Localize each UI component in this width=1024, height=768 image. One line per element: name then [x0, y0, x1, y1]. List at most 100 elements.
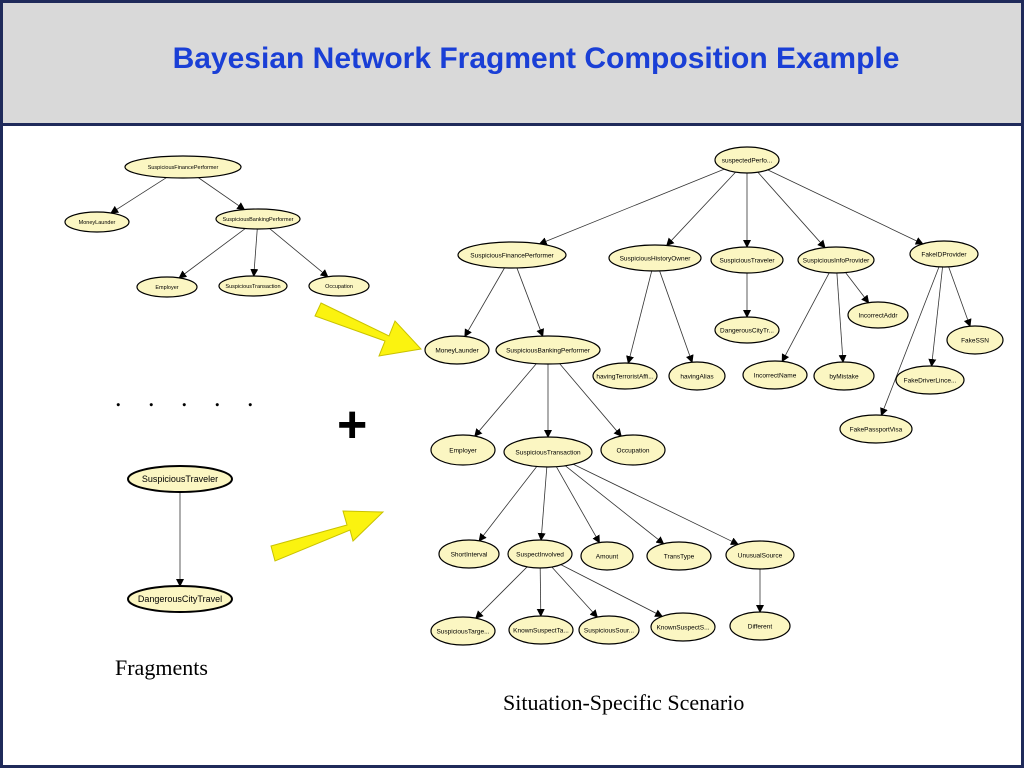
node-label: SuspiciousFinancePerformer — [148, 165, 219, 171]
node-shape — [127, 465, 233, 493]
node-shape — [430, 434, 496, 466]
node-shape — [136, 276, 198, 298]
edge-s0-s2 — [666, 171, 736, 247]
edge-s1-s7 — [516, 267, 544, 338]
edge-s0-s4 — [757, 171, 826, 249]
plus-sign: + — [337, 396, 368, 454]
node-shape — [847, 301, 909, 329]
node-label: SuspiciousTransaction — [225, 284, 280, 290]
node-suspectinvolved: SuspectInvolved — [507, 539, 573, 569]
node-label: KnownSuspectTa... — [513, 627, 569, 634]
node-unusualsource: UnusualSource — [725, 540, 795, 570]
node-shape — [592, 362, 658, 390]
edge-s0-s5 — [767, 169, 924, 245]
node-suspiciousbankingperformer: SuspiciousBankingPerformer — [215, 208, 301, 230]
node-suspectedperfo: suspectedPerfo... — [714, 146, 780, 174]
node-shape — [839, 414, 913, 444]
node-different: Different — [729, 611, 791, 641]
edge-s21-s28 — [560, 564, 664, 617]
node-label: havingTerroristAffi... — [596, 373, 654, 380]
edge-s18-s24 — [573, 463, 739, 545]
node-shape — [215, 208, 301, 230]
node-label: Occupation — [617, 447, 650, 454]
edges-layer — [110, 168, 972, 619]
node-fakedriverlince: FakeDriverLince... — [895, 365, 965, 395]
node-label: MoneyLaunder — [435, 347, 479, 354]
node-shape — [578, 615, 640, 645]
node-shape — [608, 244, 702, 272]
node-suspiciousbankingperformer: SuspiciousBankingPerformer — [495, 335, 601, 365]
edge-s4-s11 — [845, 272, 870, 304]
node-suspicioustraveler: SuspiciousTraveler — [127, 465, 233, 493]
node-suspicioustransaction: SuspiciousTransaction — [218, 275, 288, 297]
node-transtype: TransType — [646, 541, 712, 571]
node-label: SuspiciousTraveler — [142, 474, 218, 484]
node-shape — [650, 612, 716, 642]
edge-s18-s22 — [556, 466, 600, 544]
node-shape — [218, 275, 288, 297]
node-label: SuspiciousBankingPerformer — [506, 347, 591, 354]
node-shape — [430, 616, 496, 646]
scenario-caption: Situation-Specific Scenario — [503, 690, 745, 715]
node-label: FakeDriverLince... — [904, 377, 957, 384]
node-dangerouscitytr: DangerousCityTr... — [714, 316, 780, 344]
edge-s2-s8 — [626, 270, 653, 365]
node-shape — [909, 240, 979, 268]
edge-s7-s17 — [474, 363, 537, 437]
edge-s18-s21 — [537, 466, 548, 542]
edge-s2-s9 — [659, 270, 694, 364]
node-label: DangerousCityTravel — [138, 594, 222, 604]
big-arrows — [270, 302, 422, 562]
node-shape — [895, 365, 965, 395]
edge-s21-s26 — [536, 567, 545, 618]
edge-s4-s13 — [836, 272, 847, 364]
node-label: suspectedPerfo... — [722, 157, 773, 164]
node-amount: Amount — [580, 541, 634, 571]
edge-s18-s23 — [565, 465, 665, 545]
edge-s18-s20 — [478, 466, 538, 542]
node-shape — [495, 335, 601, 365]
edge-s21-s27 — [551, 566, 598, 618]
node-shape — [946, 325, 1004, 355]
edge-s5-s16 — [880, 266, 940, 417]
node-label: SuspectInvolved — [516, 551, 564, 558]
node-shape — [797, 246, 875, 274]
node-shape — [742, 360, 808, 390]
node-label: SuspiciousFinancePerformer — [470, 252, 554, 259]
node-shape — [424, 335, 490, 365]
title-bar: Bayesian Network Fragment Composition Ex… — [3, 3, 1021, 126]
node-label: ShortInterval — [451, 551, 488, 558]
node-employer: Employer — [136, 276, 198, 298]
edge-s1-s6 — [464, 267, 505, 338]
node-suspiciousinfoprovider: SuspiciousInfoProvider — [797, 246, 875, 274]
node-label: havingAlias — [680, 373, 714, 380]
node-label: TransType — [664, 553, 695, 560]
edge-s0-s1 — [538, 168, 725, 245]
node-shape — [646, 541, 712, 571]
node-incorrectaddr: IncorrectAddr — [847, 301, 909, 329]
node-shape — [580, 541, 634, 571]
node-moneylaunder: MoneyLaunder — [424, 335, 490, 365]
node-shape — [127, 585, 233, 613]
node-label: SuspiciousBankingPerformer — [223, 217, 294, 223]
node-label: Occupation — [325, 284, 353, 290]
edge-s4-s12 — [781, 272, 830, 363]
edge-f3-f4 — [178, 228, 246, 279]
node-shape — [729, 611, 791, 641]
node-label: FakeSSN — [961, 337, 989, 344]
node-fakeidprovider: FakeIDProvider — [909, 240, 979, 268]
node-label: Different — [748, 623, 773, 630]
node-label: SuspiciousSour... — [584, 627, 634, 634]
node-suspiciousfinanceperformer: SuspiciousFinancePerformer — [124, 155, 242, 179]
node-occupation: Occupation — [308, 275, 370, 297]
node-label: IncorrectName — [754, 372, 797, 379]
node-shape — [600, 434, 666, 466]
upper-composition-arrow — [314, 302, 422, 357]
node-label: IncorrectAddr — [858, 312, 898, 319]
node-shape — [308, 275, 370, 297]
edge-f1-f3 — [198, 177, 246, 211]
node-suspicioustransaction: SuspiciousTransaction — [503, 436, 593, 468]
node-label: DangerousCityTr... — [720, 327, 774, 334]
